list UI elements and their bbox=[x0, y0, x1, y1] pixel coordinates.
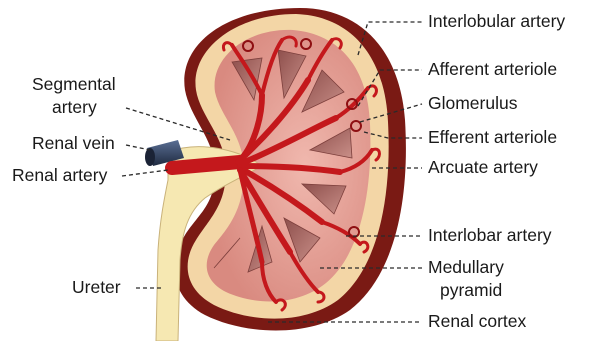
label-renal-cortex: Renal cortex bbox=[428, 311, 526, 331]
label-glomerulus: Glomerulus bbox=[428, 93, 518, 113]
label-renal-vein: Renal vein bbox=[32, 133, 115, 153]
label-medullary-pyramid-line2: pyramid bbox=[440, 280, 502, 300]
label-renal-artery: Renal artery bbox=[12, 165, 108, 185]
label-interlobular-artery: Interlobular artery bbox=[428, 11, 565, 31]
label-interlobar-artery: Interlobar artery bbox=[428, 225, 552, 245]
label-segmental-artery-line1: Segmental bbox=[32, 74, 116, 94]
label-arcuate-artery: Arcuate artery bbox=[428, 157, 538, 177]
renal-vein-opening bbox=[145, 148, 155, 166]
label-efferent-arteriole: Efferent arteriole bbox=[428, 127, 557, 147]
label-segmental-artery-line2: artery bbox=[52, 97, 97, 117]
label-afferent-arteriole: Afferent arteriole bbox=[428, 59, 557, 79]
label-ureter: Ureter bbox=[72, 277, 121, 297]
label-medullary-pyramid-line1: Medullary bbox=[428, 257, 504, 277]
